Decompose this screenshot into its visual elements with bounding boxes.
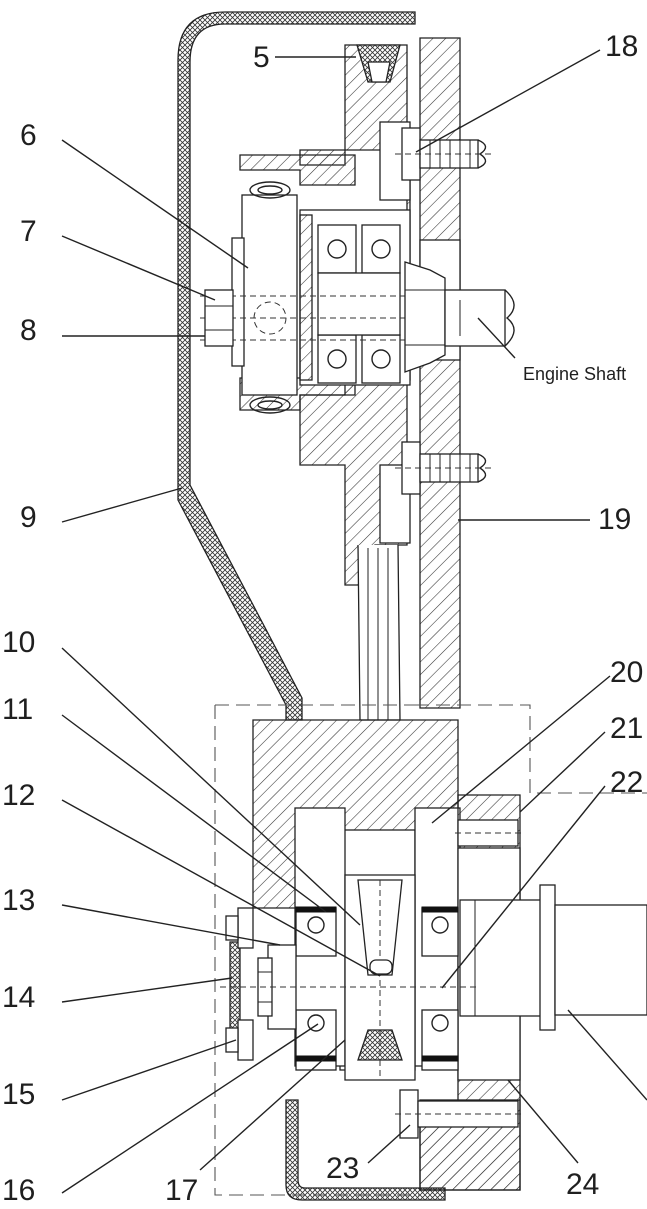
tensioner-disc <box>200 181 440 414</box>
label-16: 16 <box>2 1174 35 1207</box>
upper-bolt <box>395 127 495 181</box>
lower-pulley <box>344 874 416 1081</box>
output-shaft <box>459 884 647 1031</box>
label-24: 24 <box>566 1168 599 1201</box>
label-5: 5 <box>253 41 270 74</box>
label-10: 10 <box>2 626 35 659</box>
upper-nut <box>204 289 234 347</box>
label-15: 15 <box>2 1078 35 1111</box>
label-22: 22 <box>610 766 643 799</box>
label-21: 21 <box>610 712 643 745</box>
label-14: 14 <box>2 981 35 1014</box>
label-8: 8 <box>20 314 37 347</box>
label-17: 17 <box>165 1174 198 1207</box>
bolt-23 <box>395 1089 525 1139</box>
upper-bearings <box>317 224 401 384</box>
label-12: 12 <box>2 779 35 812</box>
label-7: 7 <box>20 215 37 248</box>
bolt-21 <box>455 819 525 847</box>
leader-lines <box>61 49 647 1194</box>
part-labels: 5 6 7 8 9 10 11 12 13 14 15 16 17 18 19 … <box>2 30 643 1207</box>
label-23: 23 <box>326 1152 359 1185</box>
belt <box>357 544 401 721</box>
label-9: 9 <box>20 501 37 534</box>
label-20: 20 <box>610 656 643 689</box>
label-13: 13 <box>2 884 35 917</box>
label-19: 19 <box>598 503 631 536</box>
engine-shaft-caption: Engine Shaft <box>523 364 626 384</box>
lower-nut <box>220 907 480 1061</box>
lower-bolt <box>395 441 495 495</box>
section-boundary <box>214 704 647 1196</box>
label-6: 6 <box>20 119 37 152</box>
label-18: 18 <box>605 30 638 63</box>
label-11: 11 <box>2 693 33 726</box>
